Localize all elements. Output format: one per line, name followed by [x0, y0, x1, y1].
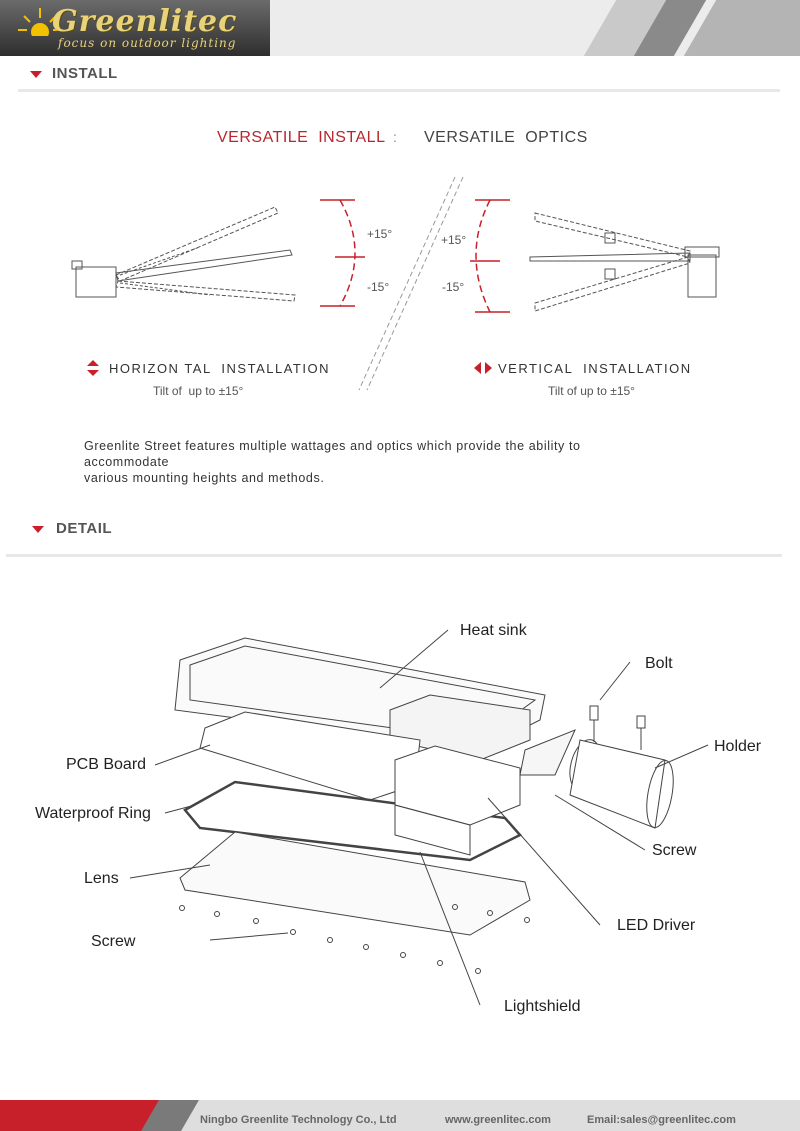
footer-website[interactable]: www.greenlitec.com: [445, 1114, 551, 1126]
label-holder: Holder: [714, 738, 762, 755]
label-lens: Lens: [84, 870, 119, 887]
exploded-view-diagram: [129, 629, 709, 1006]
label-heat-sink: Heat sink: [460, 622, 527, 639]
sun-logo-icon: [18, 8, 62, 36]
section-title-install: INSTALL: [52, 65, 118, 82]
label-pcb-board: PCB Board: [66, 756, 147, 773]
vertical-plus-angle: +15°: [441, 233, 467, 247]
page-header: [0, 0, 800, 56]
horizontal-plus-angle: +15°: [367, 227, 393, 241]
horizontal-install-title: HORIZON TAL INSTALLATION: [109, 361, 330, 376]
install-description: Greenlite Street features multiple watta…: [84, 438, 581, 486]
headline-versatile-install: VERSATILE INSTALL: [217, 129, 386, 146]
brand-tagline: focus on outdoor lighting: [58, 36, 237, 50]
page-footer: Ningbo Greenlite Technology Co., Ltd www…: [0, 1100, 800, 1131]
section-marker-icon: [32, 526, 44, 533]
vertical-install-diagram: [470, 199, 720, 313]
horizontal-minus-angle: -15°: [367, 280, 390, 294]
vertical-install-title: VERTICAL INSTALLATION: [498, 361, 692, 376]
description-line: accommodate: [84, 455, 170, 469]
section-title-detail: DETAIL: [56, 520, 113, 537]
brand-name: Greenlitec: [52, 4, 238, 39]
headline-separator: :: [393, 129, 397, 145]
label-led-driver: LED Driver: [617, 917, 696, 934]
label-screw-right: Screw: [652, 842, 697, 859]
footer-email[interactable]: Email:sales@greenlitec.com: [587, 1114, 736, 1126]
description-line: Greenlite Street features multiple watta…: [84, 439, 581, 453]
headline-versatile-optics: VERSATILE OPTICS: [424, 129, 588, 146]
label-bolt: Bolt: [645, 655, 673, 672]
up-down-arrow-icon: [87, 360, 99, 376]
horizontal-install-diagram: [71, 199, 365, 307]
label-screw-left: Screw: [91, 933, 136, 950]
description-line: various mounting heights and methods.: [84, 471, 325, 485]
footer-company: Ningbo Greenlite Technology Co., Ltd: [200, 1114, 397, 1126]
divider: [6, 554, 782, 557]
left-right-arrow-icon: [474, 362, 492, 374]
diagonal-divider: [358, 176, 464, 391]
section-marker-icon: [30, 71, 42, 78]
label-waterproof-ring: Waterproof Ring: [35, 805, 151, 822]
vertical-minus-angle: -15°: [442, 280, 465, 294]
divider: [18, 89, 780, 92]
horizontal-install-caption: Tilt of up to ±15°: [153, 384, 244, 398]
vertical-install-caption: Tilt of up to ±15°: [548, 384, 635, 398]
label-lightshield: Lightshield: [504, 998, 581, 1015]
